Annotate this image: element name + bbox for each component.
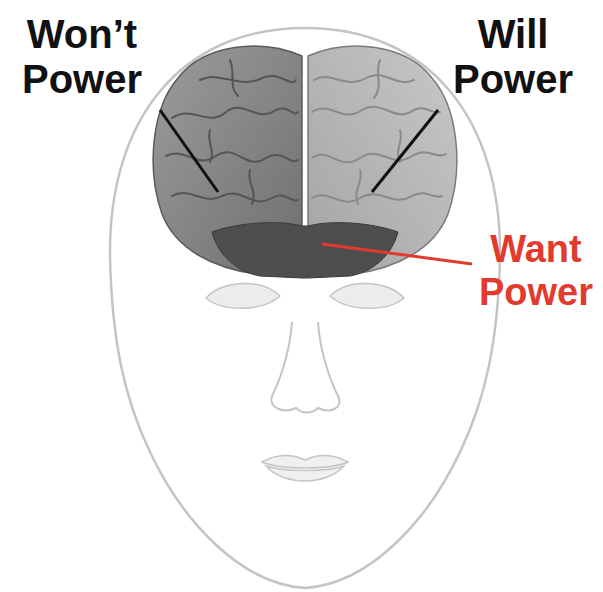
brain-folds: [166, 60, 446, 204]
head-outline: [110, 28, 500, 588]
brain-region-label: Will Power: [438, 12, 588, 102]
brain-region-label: Want Power: [473, 228, 599, 314]
leader-line: [372, 110, 438, 192]
nose: [271, 322, 339, 413]
leader-line: [160, 110, 218, 192]
lips: [262, 456, 348, 481]
leader-line: [322, 244, 472, 264]
brain-region-label: Won’t Power: [8, 12, 156, 102]
closed-eyes: [206, 283, 404, 308]
